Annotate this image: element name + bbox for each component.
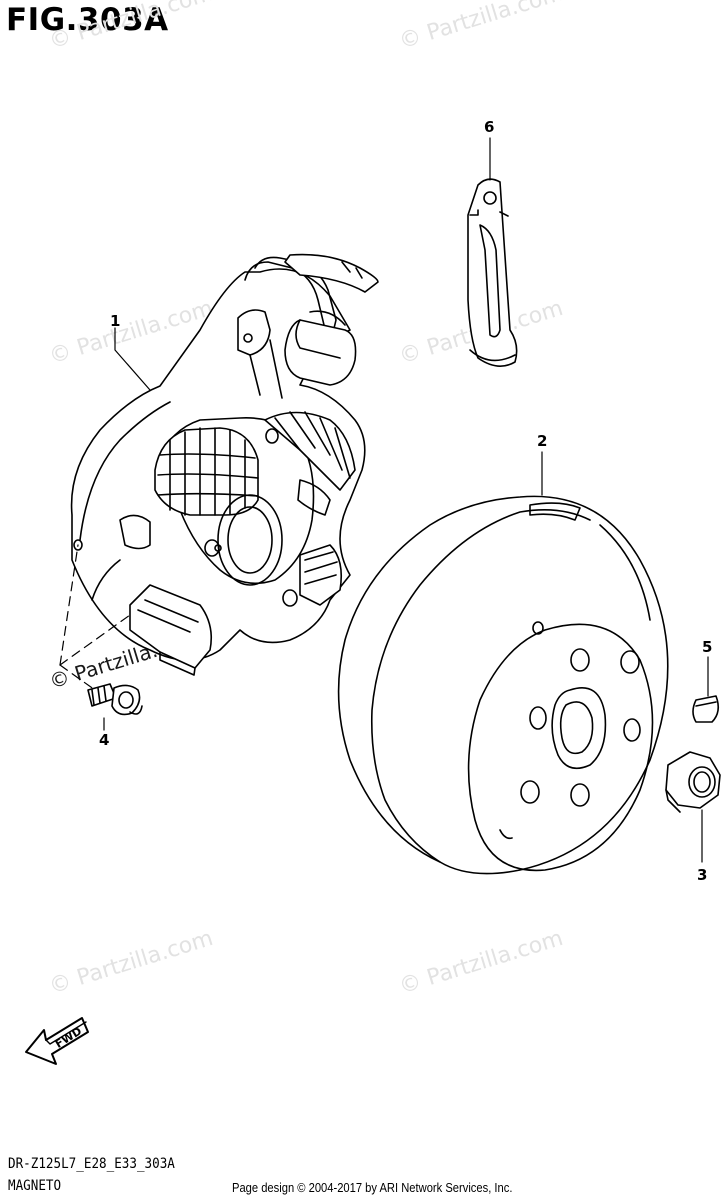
footer-diagram-code: DR-Z125L7_E28_E33_303A [8, 1156, 175, 1172]
footer-copyright: Page design © 2004-2017 by ARI Network S… [232, 1180, 513, 1195]
callout-2: 2 [537, 432, 547, 450]
callouts: 6 1 2 5 3 4 [99, 118, 712, 884]
leader-lines [59, 137, 709, 863]
nut-part-3[interactable] [665, 751, 721, 813]
callout-4: 4 [99, 731, 109, 749]
callout-1: 1 [110, 312, 120, 330]
figure-title: FIG.303A [6, 2, 169, 38]
callout-6: 6 [484, 118, 494, 136]
footer-diagram-name: MAGNETO [8, 1178, 62, 1194]
dashed-line [59, 664, 96, 691]
key-part-5[interactable] [692, 695, 720, 723]
leader-line-1 [114, 327, 151, 391]
callout-3: 3 [697, 866, 707, 884]
rotor-part-2[interactable] [337, 495, 669, 875]
fwd-arrow: FWD [25, 1017, 89, 1065]
screw-part-4[interactable] [87, 683, 143, 716]
callout-5: 5 [702, 638, 712, 656]
dashed-line [59, 544, 79, 666]
stator-part-1[interactable] [70, 253, 379, 676]
clamp-part-6[interactable] [467, 178, 518, 367]
